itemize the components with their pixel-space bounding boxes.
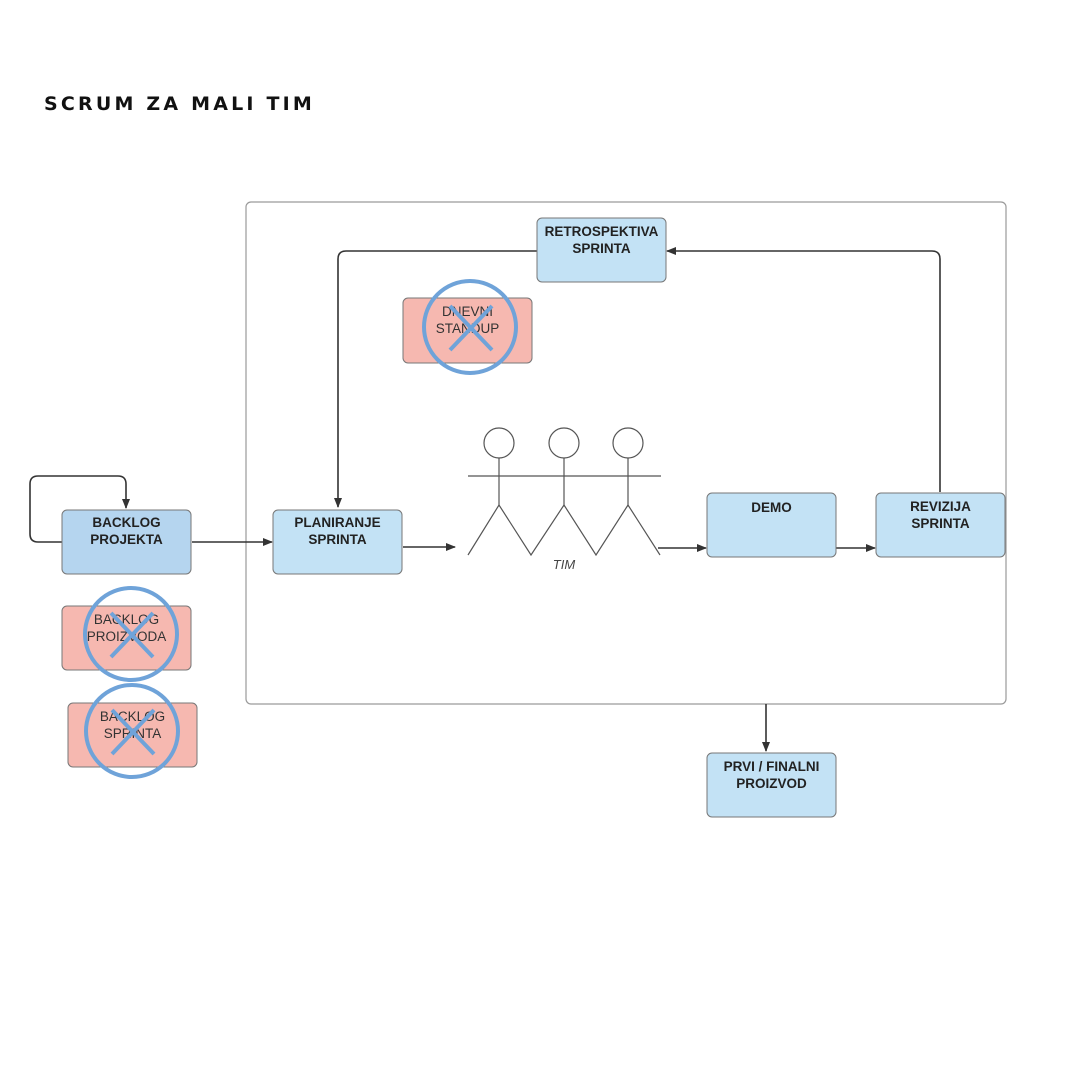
node-label: RETROSPEKTIVA: [545, 224, 659, 239]
node-label: SPRINTA: [911, 516, 970, 531]
connectors: [29, 247, 941, 752]
node-backlog-projekta: BACKLOG PROJEKTA: [61, 509, 192, 575]
arrow-retro-to-planiranje: [334, 250, 537, 508]
sprint-container: [245, 201, 1007, 705]
node-label: BACKLOG: [100, 709, 165, 724]
node-label: BACKLOG: [92, 515, 160, 530]
node-label: PRVI / FINALNI: [724, 759, 820, 774]
node-label: REVIZIJA: [910, 499, 971, 514]
node-label: PLANIRANJE: [294, 515, 380, 530]
node-label: DEMO: [751, 500, 792, 515]
arrow-backlog-self-loop: [29, 475, 130, 543]
node-planiranje-sprinta: PLANIRANJE SPRINTA: [272, 509, 403, 575]
page-title: SCRUM ZA MALI TIM: [44, 93, 316, 115]
node-label: SPRINTA: [572, 241, 631, 256]
node-revizija-sprinta: REVIZIJA SPRINTA: [875, 492, 1006, 558]
node-prvi-finalni-proizvod: PRVI / FINALNI PROIZVOD: [706, 752, 837, 818]
node-label: PROJEKTA: [90, 532, 163, 547]
arrow-revizija-to-retro: [666, 247, 941, 492]
node-label: PROIZVODA: [87, 629, 167, 644]
stick-figure-team-icon: [467, 427, 661, 557]
node-retrospektiva-sprinta: RETROSPEKTIVA SPRINTA: [536, 217, 667, 283]
removed-cross-icon: [422, 279, 518, 375]
node-label: SPRINTA: [308, 532, 367, 547]
node-demo: DEMO: [706, 492, 837, 558]
node-label: PROIZVOD: [736, 776, 807, 791]
node-label: STANDUP: [436, 321, 500, 336]
node-label: DNEVNI: [442, 304, 493, 319]
removed-cross-icon: [84, 683, 180, 779]
team-label: TIM: [553, 557, 576, 572]
removed-cross-icon: [83, 586, 179, 682]
